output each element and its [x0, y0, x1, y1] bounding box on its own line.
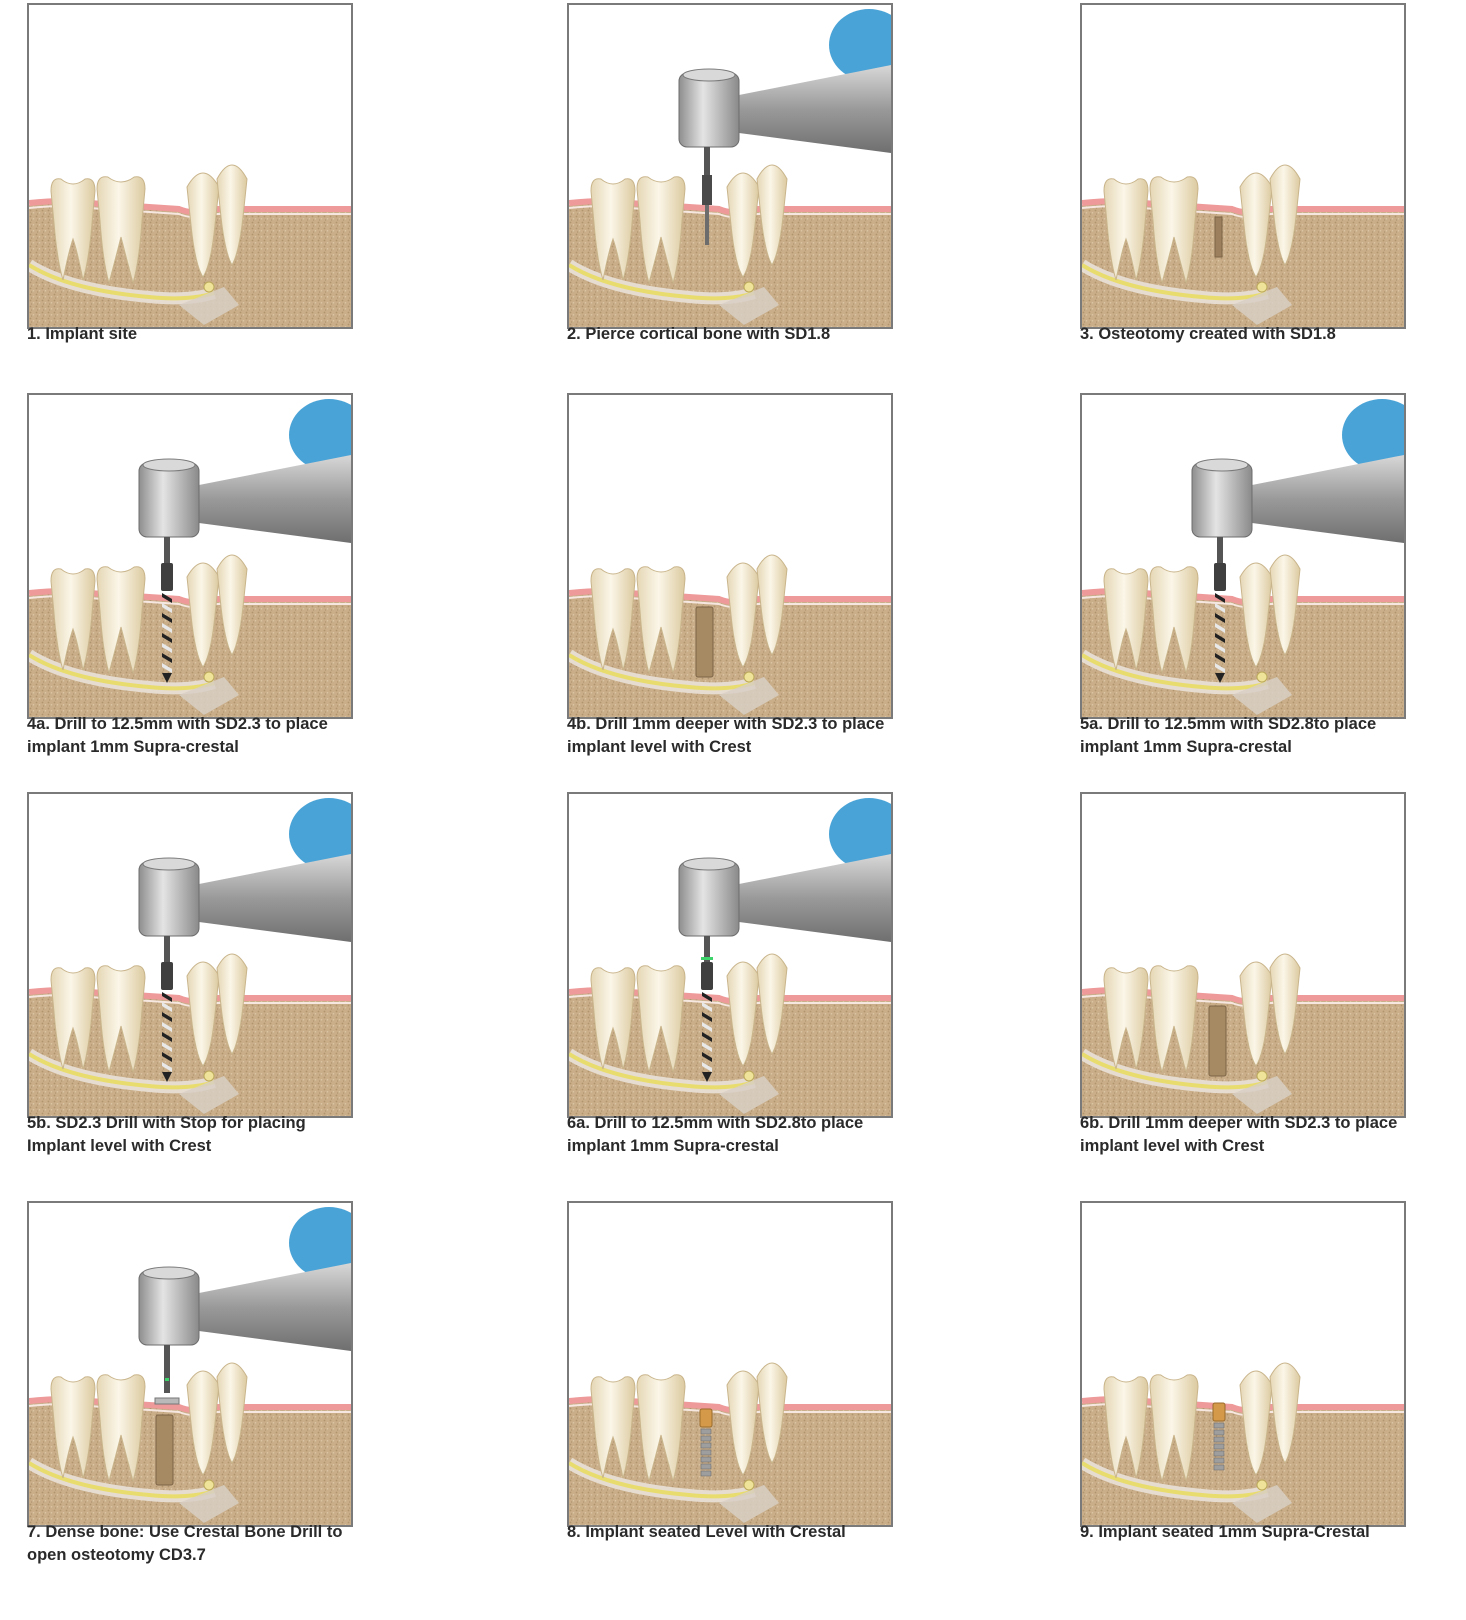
dental-illustration — [27, 3, 353, 329]
dental-illustration — [567, 3, 893, 329]
step-caption: 6b. Drill 1mm deeper with SD2.3 to place… — [1080, 1112, 1410, 1158]
dental-illustration — [1080, 3, 1406, 329]
step-caption: 5b. SD2.3 Drill with Stop for placing Im… — [27, 1112, 357, 1158]
step-caption: 7. Dense bone: Use Crestal Bone Drill to… — [27, 1521, 357, 1567]
dental-illustration — [1080, 393, 1406, 719]
dental-illustration — [567, 792, 893, 1118]
dental-illustration — [1080, 1201, 1406, 1527]
dental-illustration — [27, 393, 353, 719]
dental-illustration — [27, 1201, 353, 1527]
dental-illustration — [1080, 792, 1406, 1118]
step-caption: 9. Implant seated 1mm Supra-Crestal — [1080, 1521, 1410, 1544]
dental-illustration — [567, 1201, 893, 1527]
dental-illustration — [567, 393, 893, 719]
step-caption: 4b. Drill 1mm deeper with SD2.3 to place… — [567, 713, 897, 759]
step-caption: 2. Pierce cortical bone with SD1.8 — [567, 323, 897, 346]
step-caption: 4a. Drill to 12.5mm with SD2.3 to place … — [27, 713, 357, 759]
dental-illustration — [27, 792, 353, 1118]
step-caption: 3. Osteotomy created with SD1.8 — [1080, 323, 1410, 346]
step-caption: 8. Implant seated Level with Crestal — [567, 1521, 897, 1544]
step-caption: 5a. Drill to 12.5mm with SD2.8to place i… — [1080, 713, 1410, 759]
step-caption: 1. Implant site — [27, 323, 357, 346]
step-caption: 6a. Drill to 12.5mm with SD2.8to place i… — [567, 1112, 897, 1158]
